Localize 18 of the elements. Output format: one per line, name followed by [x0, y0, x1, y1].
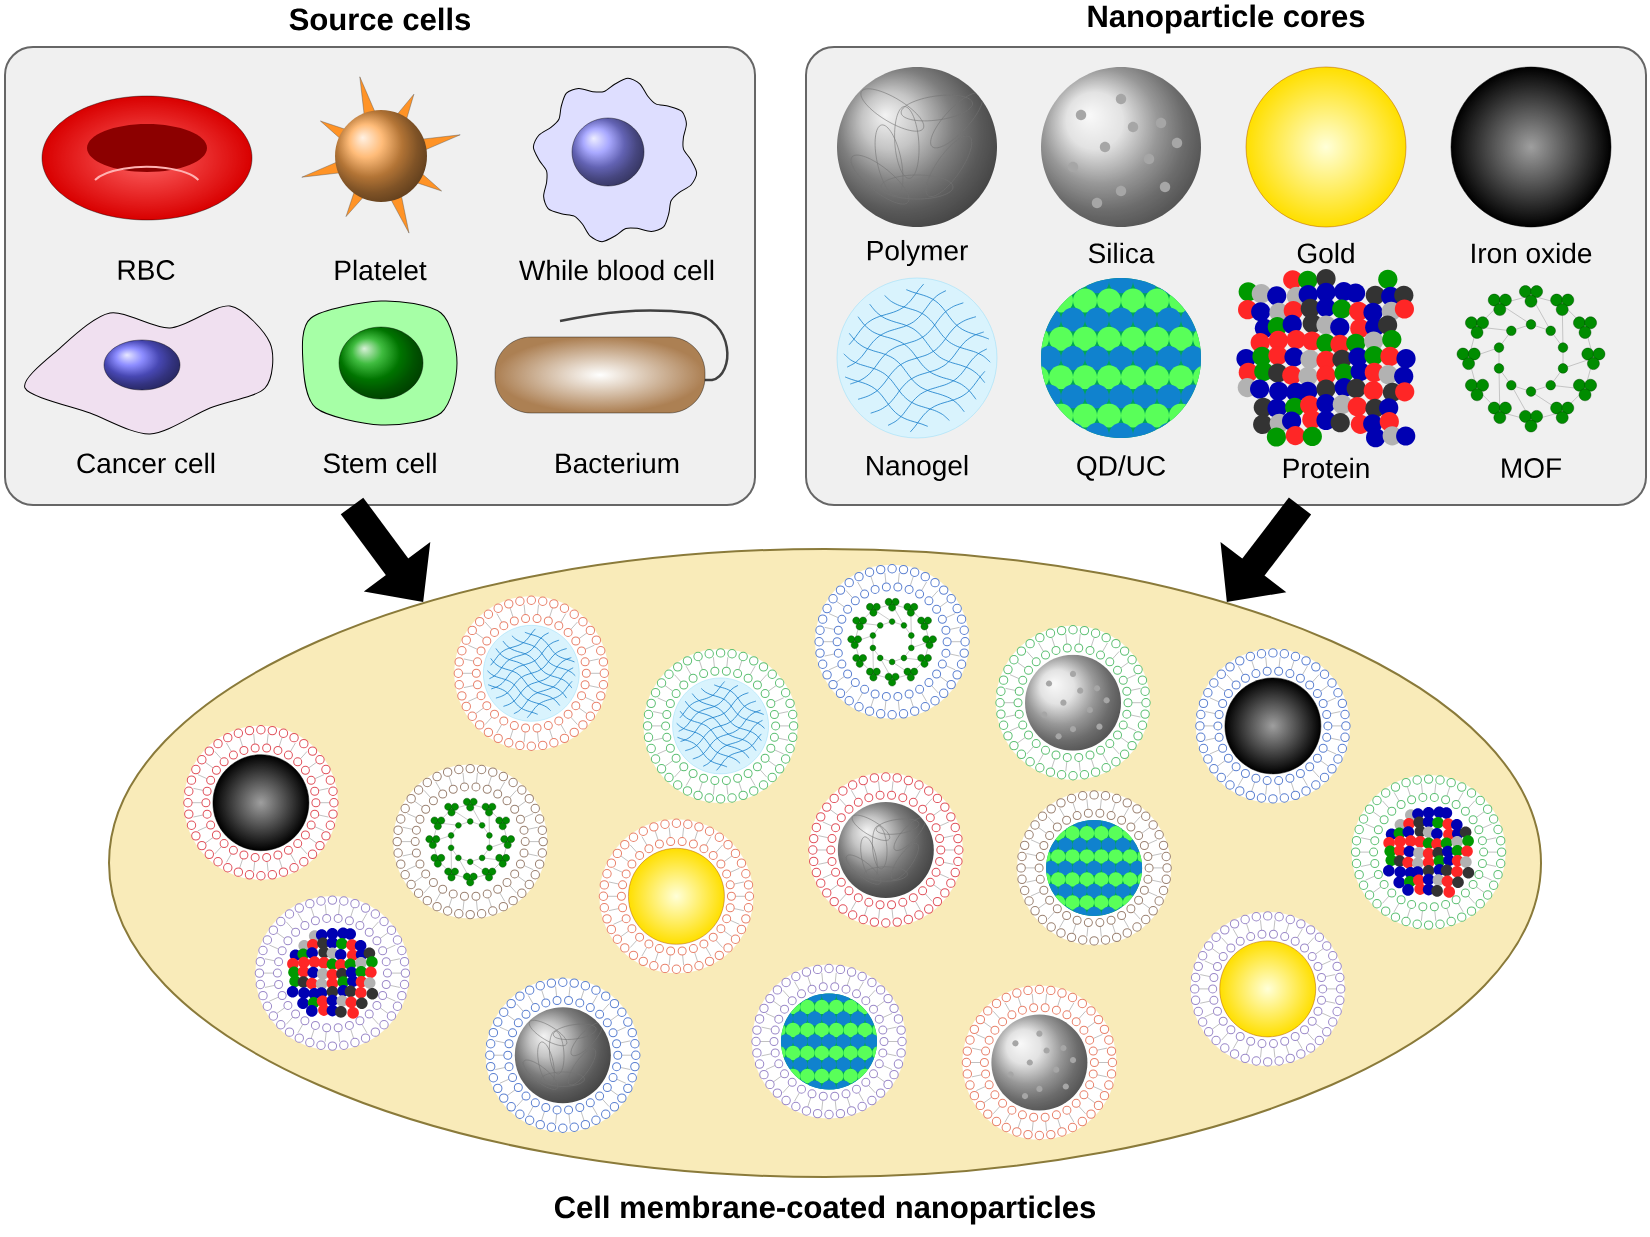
- core-label: Nanogel: [867, 454, 968, 482]
- cell-label: Cancer cell: [77, 452, 215, 474]
- core-label: Protein: [1283, 457, 1369, 479]
- core-label: Iron oxide: [1472, 242, 1592, 264]
- arrow: [340, 497, 431, 602]
- oval-heading: Cell membrane-coated nanoparticles: [554, 1195, 1095, 1225]
- cell-label: RBC: [118, 260, 175, 280]
- cell-label: Bacterium: [556, 452, 679, 474]
- panel-heading: Nanoparticle cores: [1088, 4, 1365, 34]
- cell-label: Stem cell: [323, 452, 436, 474]
- core-label: Polymer: [867, 239, 968, 267]
- core-label: MOF: [1502, 458, 1561, 478]
- cell-label: While blood cell: [519, 259, 714, 281]
- core-label: Gold: [1297, 242, 1354, 264]
- panel-heading: Source cells: [289, 7, 471, 31]
- cell-label: Platelet: [335, 259, 427, 281]
- core-label: QD/UC: [1077, 455, 1166, 481]
- core-label: Silica: [1088, 242, 1155, 264]
